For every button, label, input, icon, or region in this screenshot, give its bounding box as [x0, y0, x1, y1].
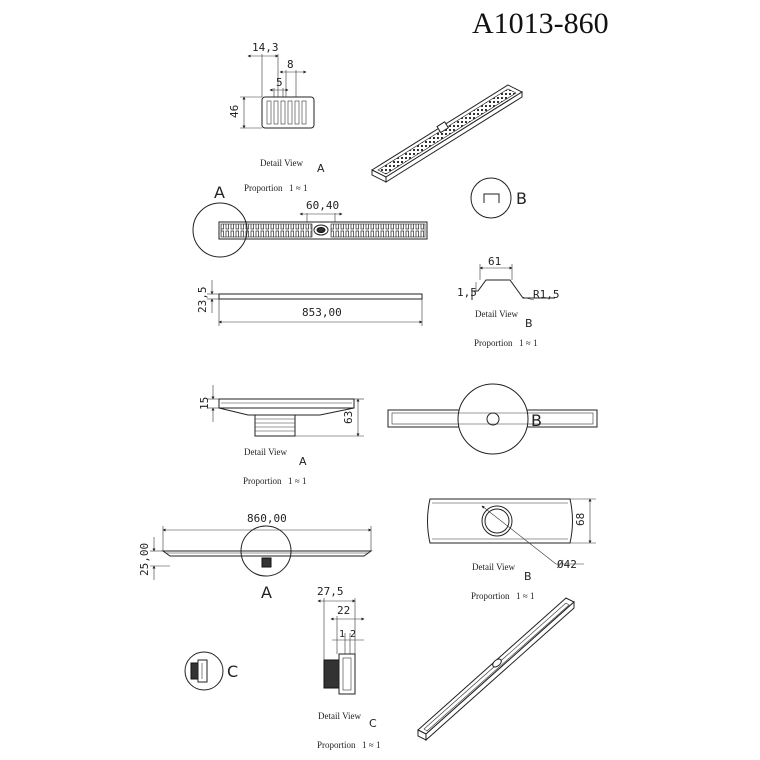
channel-top-view: B [387, 383, 598, 455]
caption-ratio-a1: 1 ≈ 1 [289, 183, 307, 193]
dim-detail-a-width-mid: 8 [287, 58, 294, 71]
marker-b-label-top: B [516, 189, 527, 208]
isometric-channel [417, 597, 575, 742]
caption-letter-a2: A [299, 455, 307, 468]
caption-proportion-a2: Proportion [243, 476, 282, 486]
caption-ratio-b2: 1 ≈ 1 [516, 591, 534, 601]
marker-c-label: C [227, 662, 238, 681]
dim-detail-c-left: 1 [339, 629, 345, 640]
dim-detail-b-radius: R1,5 [533, 288, 560, 301]
dim-outlet-diameter: Ø42 [557, 558, 577, 571]
detail-a-circle [192, 202, 248, 258]
detail-c-section: 27,5 22 1 2 Detail View C Proportion 1 ≈… [317, 585, 380, 750]
caption-proportion-a1: Proportion [244, 183, 283, 193]
dim-detail-a-height-mid: 63 [342, 411, 355, 424]
dim-detail-a-flange: 15 [198, 397, 211, 410]
caption-ratio-b1: 1 ≈ 1 [519, 338, 537, 348]
grate-side-view: 23,5 853,00 [196, 280, 423, 326]
caption-proportion-c: Proportion [317, 740, 356, 750]
detail-a-section: 15 63 Detail View A Proportion 1 ≈ 1 [198, 385, 364, 486]
dim-detail-b-left: 1,5 [457, 286, 477, 299]
drawing-title: A1013-860 [472, 7, 609, 40]
caption-detail-view-c: Detail View [318, 711, 362, 721]
detail-b-outlet: Ø42 68 Detail View B Proportion 1 ≈ 1 [427, 498, 596, 601]
detail-b-profile: 61 1,5 R1,5 Detail View B Proportion 1 ≈… [457, 255, 560, 348]
dim-detail-c-width-mid: 22 [337, 604, 350, 617]
dim-detail-c-width-total: 27,5 [317, 585, 344, 598]
marker-b-label-mid: B [531, 411, 542, 430]
outlet-hole [481, 505, 513, 537]
marker-a-label-top: A [214, 183, 225, 202]
dim-detail-a-width-slot: 5 [276, 76, 283, 89]
caption-letter-b2: B [524, 570, 532, 583]
outlet-pipe [254, 414, 296, 437]
marker-c: C [184, 651, 238, 691]
caption-letter-b1: B [525, 317, 533, 330]
caption-detail-view-b2: Detail View [472, 562, 516, 572]
dim-detail-a-height: 46 [228, 105, 241, 118]
drain-hole [486, 412, 500, 426]
dim-channel-height: 25,00 [138, 543, 151, 576]
dim-detail-c-right: 2 [350, 629, 356, 640]
dim-detail-a-width-total: 14,3 [252, 41, 279, 54]
dim-outlet-height: 68 [574, 513, 587, 526]
outlet-stub [261, 557, 272, 568]
marker-a-label-side: A [261, 583, 272, 602]
dim-channel-length: 860,00 [247, 512, 287, 525]
detail-b-circle [457, 383, 529, 455]
dim-grate-height: 23,5 [196, 287, 209, 314]
channel-side-view: A 860,00 25,00 [138, 512, 373, 602]
caption-ratio-c: 1 ≈ 1 [362, 740, 380, 750]
caption-letter-a1: A [317, 162, 325, 175]
detail-a-top-view: 14,3 8 5 46 Detail View A Proportion 1 ≈… [228, 41, 325, 193]
dim-detail-b-width: 61 [488, 255, 501, 268]
detail-c-pipe [323, 659, 341, 689]
caption-detail-view-a1: Detail View [260, 158, 304, 168]
detail-a-circle-side [240, 525, 292, 577]
marker-b-top: B [470, 177, 527, 219]
caption-ratio-a2: 1 ≈ 1 [288, 476, 306, 486]
caption-proportion-b1: Proportion [474, 338, 513, 348]
caption-letter-c: C [369, 717, 377, 730]
grate-top-view: A 60,40 [192, 183, 428, 258]
caption-detail-view-a2: Detail View [244, 447, 288, 457]
isometric-grate [370, 84, 524, 183]
dim-grate-opening: 60,40 [306, 199, 339, 212]
caption-proportion-b2: Proportion [471, 591, 510, 601]
caption-detail-view-b1: Detail View [475, 309, 519, 319]
dim-grate-length: 853,00 [302, 306, 342, 319]
